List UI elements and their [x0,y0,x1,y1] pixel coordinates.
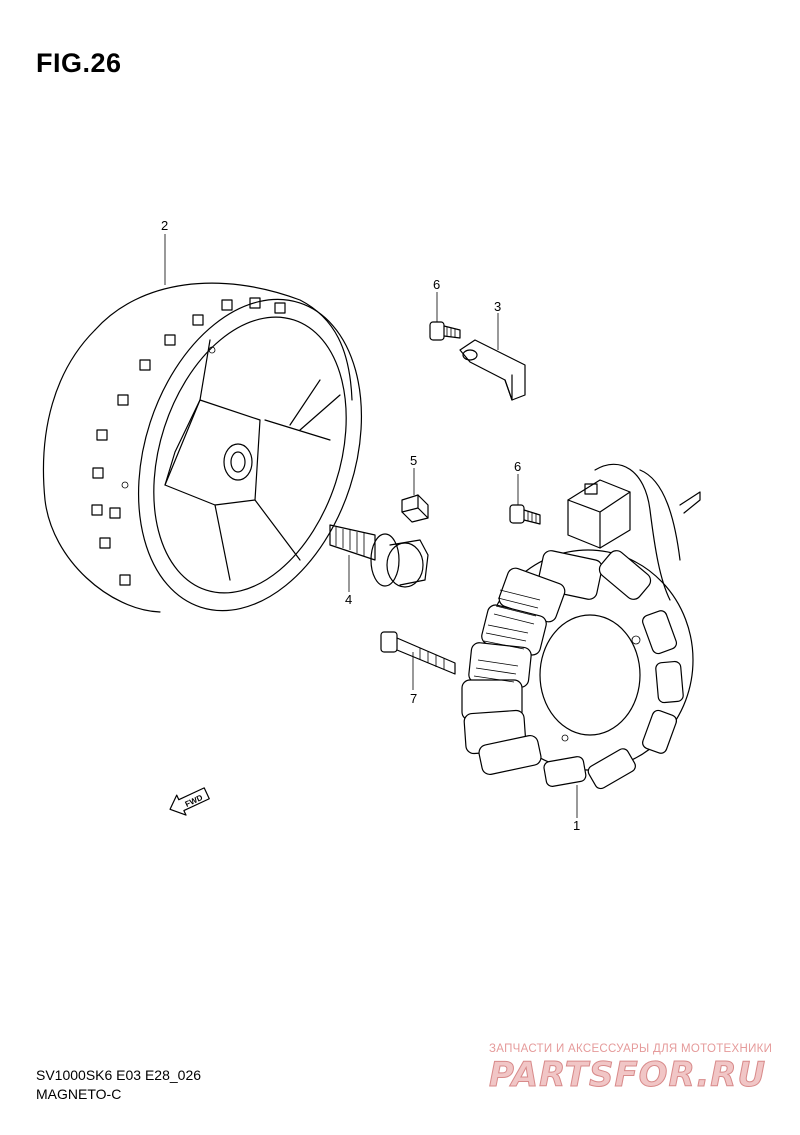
model-code: SV1000SK6 E03 E28_026 [36,1067,202,1083]
leader-lines [164,234,578,818]
callout-4: 4 [345,592,352,607]
bracket [459,339,526,401]
rotor-flywheel [42,282,363,613]
rotor-bolt [329,524,429,588]
stator-coils [461,550,684,790]
figure-title: FIG.26 [36,48,122,78]
rotor-magnet-slots [91,297,286,586]
callout-1: 1 [573,818,580,833]
callout-7: 7 [410,691,417,706]
watermark-logo: PARTSFOR.RU [488,1055,767,1096]
woodruff-key [401,494,429,523]
callout-3: 3 [494,299,501,314]
callout-6-lower: 6 [514,459,521,474]
callout-6-upper: 6 [433,277,440,292]
screw-lower [509,504,541,525]
callout-2: 2 [161,218,168,233]
section-name: MAGNETO-C [36,1086,122,1102]
watermark-tagline: ЗАПЧАСТИ И АКСЕССУАРЫ ДЛЯ МОТОТЕХНИКИ [489,1043,773,1055]
screw-upper [429,321,461,341]
stator-assembly [461,463,701,790]
stator-bolt [380,631,456,675]
callout-5: 5 [410,453,417,468]
fwd-arrow-icon: FWD [169,787,210,816]
